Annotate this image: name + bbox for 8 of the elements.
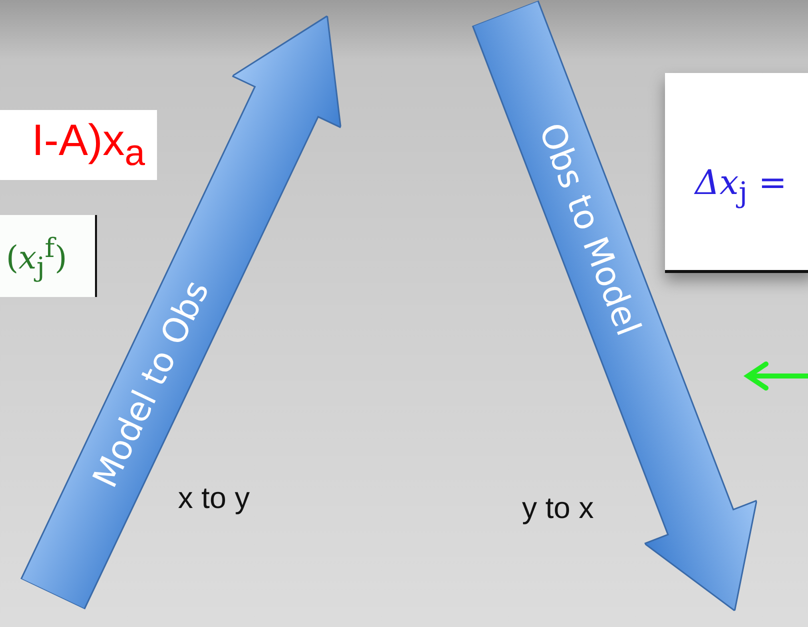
formula-box <box>0 110 157 180</box>
formula-text: I-A)x$_{a}$ <box>32 116 145 174</box>
text-label: x to y <box>178 482 250 516</box>
text-label: y to x <box>522 492 594 526</box>
formula-box <box>0 215 97 297</box>
formula-text: (x$_{j}$$^{f}$) <box>6 233 68 284</box>
formula-text: Δx$_{j}$ = <box>695 163 787 209</box>
formula-box <box>665 73 808 273</box>
